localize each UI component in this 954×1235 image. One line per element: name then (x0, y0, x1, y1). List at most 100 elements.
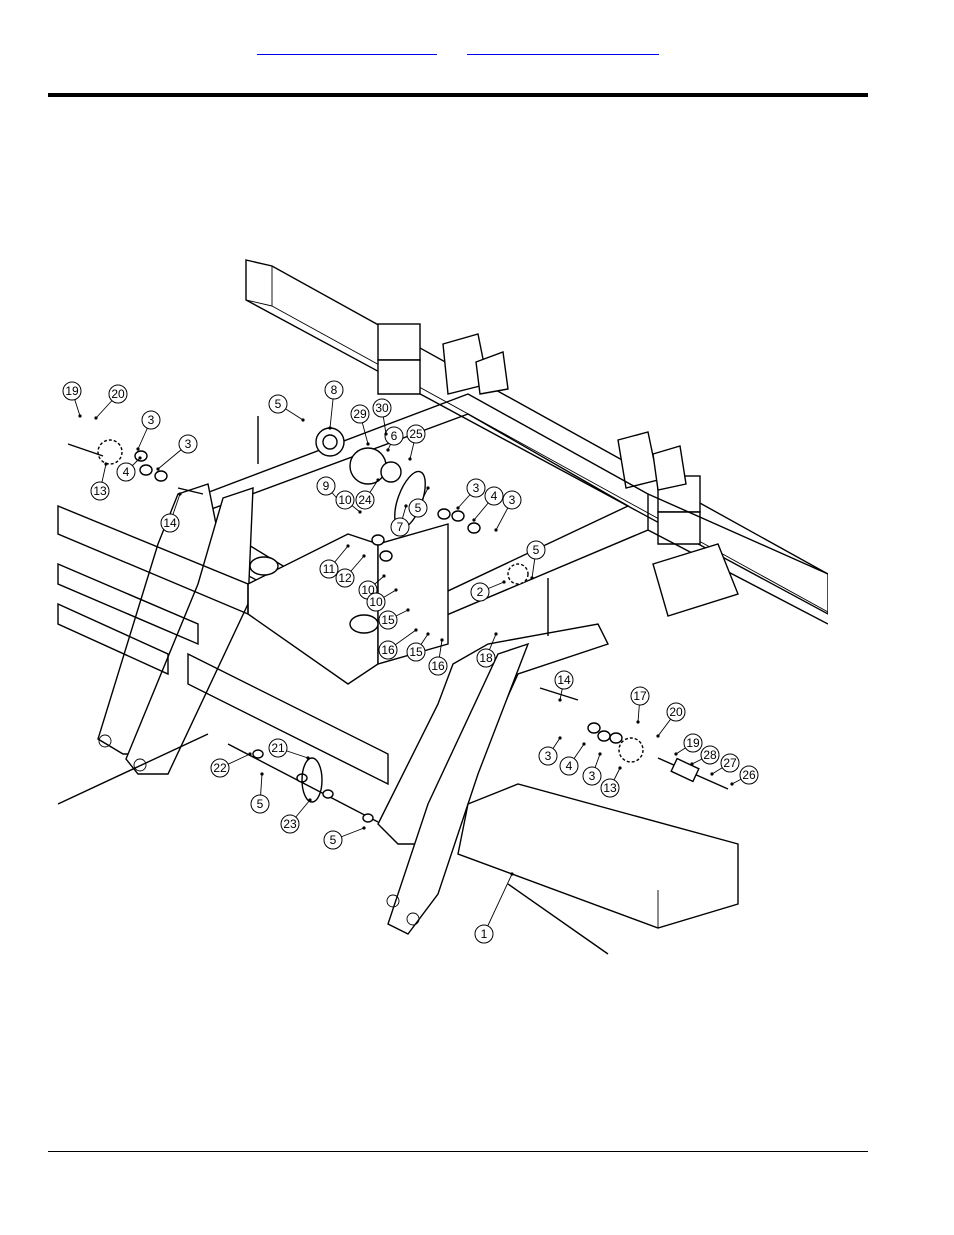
callout-arrow (510, 872, 513, 875)
callout-arrow (248, 752, 251, 755)
callout-number: 21 (271, 741, 285, 755)
callout-number: 15 (409, 645, 423, 659)
callout-c3b: 3 (156, 435, 197, 471)
callout-c3e: 3 (539, 736, 562, 765)
diagram-svg: 1233333344455555678910101011121313141415… (48, 244, 828, 966)
callout-number: 16 (431, 659, 445, 673)
callout-number: 3 (148, 413, 155, 427)
callout-c1: 1 (475, 872, 514, 943)
callout-arrow (656, 734, 659, 737)
callout-number: 10 (369, 595, 383, 609)
callout-number: 27 (723, 756, 737, 770)
callout-number: 28 (703, 748, 717, 762)
header-link-right[interactable] (467, 38, 659, 55)
callout-arrow (730, 782, 733, 785)
callout-number: 5 (533, 543, 540, 557)
callout-c8: 8 (325, 381, 343, 430)
callout-number: 4 (123, 465, 130, 479)
callout-number: 30 (375, 401, 389, 415)
callout-arrow (690, 762, 693, 765)
header-rule (48, 93, 868, 97)
callout-arrow (306, 756, 309, 759)
callout-arrow (394, 588, 397, 591)
callout-arrow (346, 544, 349, 547)
callout-arrow (426, 632, 429, 635)
callout-c7: 7 (391, 504, 409, 536)
callout-arrow (94, 416, 97, 419)
callout-c5a: 5 (269, 395, 305, 422)
callout-c19a: 19 (63, 382, 82, 418)
callout-leader (484, 874, 512, 934)
callout-c4c: 4 (560, 742, 586, 775)
callout-c20b: 20 (656, 703, 685, 738)
callout-arrow (384, 432, 387, 435)
callout-arrow (558, 698, 561, 701)
callout-number: 13 (603, 781, 617, 795)
callout-c4a: 4 (117, 456, 142, 481)
callout-number: 10 (338, 493, 352, 507)
callout-number: 3 (589, 769, 596, 783)
callout-arrow (426, 486, 429, 489)
callout-arrow (301, 418, 304, 421)
callout-c22: 22 (211, 752, 252, 777)
callout-arrow (104, 462, 107, 465)
header-link-left[interactable] (257, 38, 437, 55)
callout-number: 5 (257, 797, 264, 811)
callout-number: 5 (330, 833, 337, 847)
callout-arrow (598, 752, 601, 755)
callout-number: 3 (185, 437, 192, 451)
callout-arrow (494, 632, 497, 635)
callout-arrow (362, 826, 365, 829)
callout-arrow (472, 518, 475, 521)
callout-arrow (456, 506, 459, 509)
callout-number: 24 (358, 493, 372, 507)
callout-arrow (376, 478, 379, 481)
callout-number: 14 (163, 516, 177, 530)
footer-rule (48, 1151, 868, 1152)
callout-number: 16 (381, 643, 395, 657)
callout-number: 3 (509, 493, 516, 507)
callout-number: 22 (213, 761, 227, 775)
callout-c3a: 3 (136, 411, 160, 451)
callout-arrow (404, 504, 407, 507)
callout-number: 5 (415, 501, 422, 515)
callout-arrow (308, 798, 311, 801)
callout-c23: 23 (281, 798, 312, 833)
callout-c20a: 20 (94, 385, 127, 420)
callout-arrow (138, 456, 141, 459)
callout-number: 4 (566, 759, 573, 773)
callout-c5b: 5 (409, 486, 430, 517)
callout-c25: 25 (407, 425, 425, 461)
callout-arrow (136, 447, 139, 450)
callout-arrow (636, 720, 639, 723)
callout-arrow (502, 580, 505, 583)
callout-arrow (178, 492, 181, 495)
callout-number: 20 (669, 705, 683, 719)
drive-shaft (228, 744, 378, 822)
callout-number: 3 (473, 481, 480, 495)
callout-arrow (674, 752, 677, 755)
callout-arrow (156, 467, 159, 470)
callout-arrow (582, 742, 585, 745)
callout-arrow (386, 448, 389, 451)
callout-number: 2 (477, 585, 484, 599)
callout-number: 29 (353, 407, 367, 421)
callout-number: 19 (65, 384, 79, 398)
callout-number: 9 (323, 479, 330, 493)
callout-number: 25 (409, 427, 423, 441)
callout-arrow (710, 772, 713, 775)
callout-number: 18 (479, 651, 493, 665)
callout-number: 20 (111, 387, 125, 401)
callout-c5d: 5 (251, 772, 269, 813)
callout-arrow (530, 576, 533, 579)
callout-arrow (406, 608, 409, 611)
callout-c3f: 3 (583, 752, 602, 785)
callout-number: 17 (633, 689, 647, 703)
callout-arrow (414, 628, 417, 631)
callout-arrow (382, 574, 385, 577)
callout-c19b: 19 (674, 734, 702, 756)
callout-number: 13 (93, 484, 107, 498)
callout-arrow (494, 528, 497, 531)
callout-number: 6 (391, 429, 398, 443)
callout-number: 4 (491, 489, 498, 503)
